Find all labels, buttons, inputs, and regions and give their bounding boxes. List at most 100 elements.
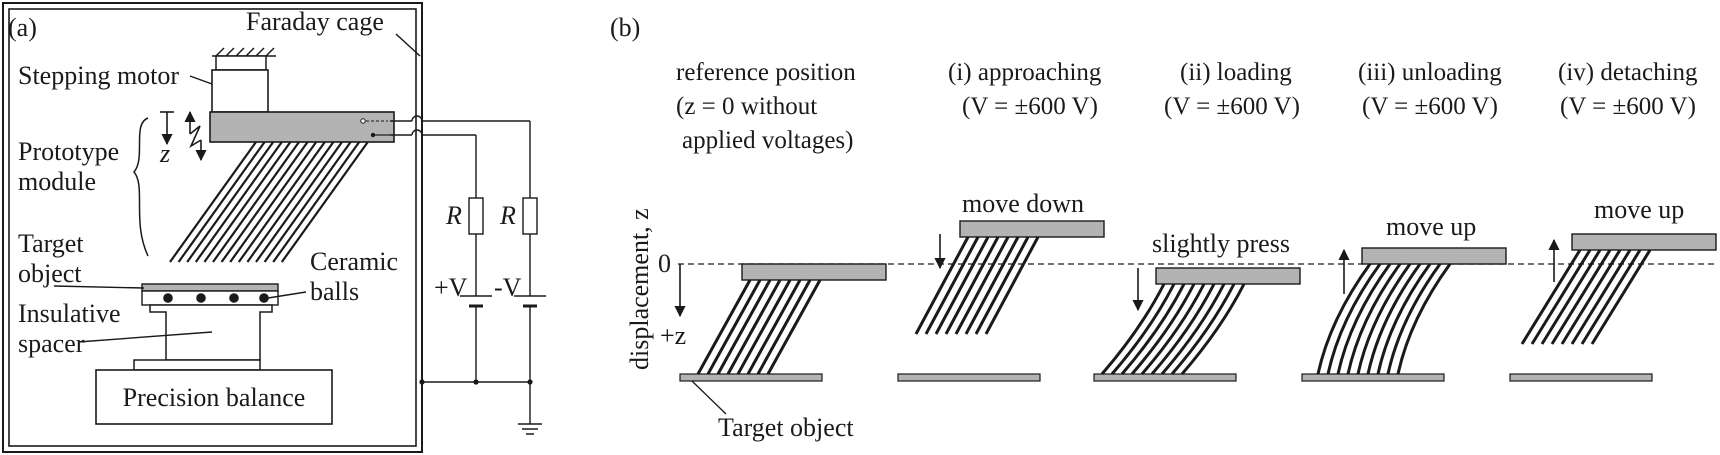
stage-iii-finger bbox=[1376, 263, 1432, 375]
panel-b: (b) reference position (z = 0 without ap… bbox=[610, 13, 1718, 442]
ceramic-balls-leader bbox=[267, 291, 307, 299]
resistor-1-label: R bbox=[445, 201, 462, 230]
stage-iv-action: move up bbox=[1594, 195, 1684, 224]
faraday-cage-label: Faraday cage bbox=[246, 7, 384, 36]
stage-ii-finger bbox=[1130, 283, 1196, 375]
balance-pan bbox=[133, 359, 261, 371]
stage-header-approaching: (i) approaching (V = ±600 V) bbox=[948, 59, 1102, 120]
target-object-leader bbox=[53, 285, 145, 289]
resistor-1 bbox=[468, 197, 484, 235]
stage-iv-finger bbox=[1530, 249, 1592, 345]
mount-hatching bbox=[212, 47, 276, 71]
stage-header-detaching: (iv) detaching (V = ±600 V) bbox=[1558, 59, 1698, 120]
stepping-motor-leader bbox=[189, 75, 213, 85]
ceramic-balls bbox=[163, 293, 269, 303]
stage-i-finger bbox=[924, 236, 980, 335]
stage-ref-finger bbox=[736, 279, 792, 375]
stage-ref-plate bbox=[741, 263, 887, 281]
stage-ref-finger bbox=[696, 279, 752, 375]
stage-ii-finger bbox=[1140, 283, 1206, 375]
stage-iv-line1: (iv) detaching bbox=[1558, 59, 1698, 86]
stage-ii-action: slightly press bbox=[1152, 229, 1290, 258]
target-object-b-label: Target object bbox=[718, 413, 854, 442]
stage-ii-line1: (ii) loading bbox=[1180, 59, 1292, 86]
voltage-source-minus bbox=[514, 295, 546, 308]
module-fingers bbox=[169, 141, 369, 263]
stage-ref-finger bbox=[756, 279, 812, 375]
stage-i-finger bbox=[984, 236, 1040, 335]
stage-ii-finger bbox=[1170, 283, 1236, 375]
stage-ref-target bbox=[679, 373, 823, 382]
module-finger bbox=[255, 141, 343, 263]
panel-a-tag: (a) bbox=[8, 13, 37, 42]
stage-ref-finger bbox=[706, 279, 762, 375]
stage-iv-finger bbox=[1570, 249, 1632, 345]
stage-iv-finger bbox=[1540, 249, 1602, 345]
stage-i-finger bbox=[964, 236, 1020, 335]
stage-iii-finger bbox=[1396, 263, 1452, 375]
faraday-cage-inner bbox=[8, 8, 417, 447]
prototype-module-label-1: Prototype bbox=[18, 137, 119, 166]
stage-ref-finger bbox=[746, 279, 802, 375]
module-finger bbox=[177, 141, 266, 263]
module-finger bbox=[212, 141, 300, 263]
stage-iii-plate bbox=[1361, 247, 1507, 265]
stage-iii-finger bbox=[1366, 263, 1422, 375]
stage-i-line2: (V = ±600 V) bbox=[962, 93, 1098, 120]
z-motion-arrows bbox=[160, 110, 207, 162]
stepping-motor-label: Stepping motor bbox=[18, 61, 179, 90]
stage-loading: slightly press bbox=[1093, 229, 1301, 382]
faraday-cage-outer bbox=[2, 2, 423, 453]
stage-ref-line3: applied voltages) bbox=[682, 127, 853, 154]
insulative-spacer-leader bbox=[77, 331, 213, 343]
stage-reference bbox=[679, 263, 887, 382]
stage-ref-finger bbox=[716, 279, 772, 375]
ball-carrier bbox=[141, 290, 279, 306]
module-finger bbox=[194, 141, 283, 263]
stage-i-finger bbox=[974, 236, 1030, 335]
ground-symbol bbox=[518, 423, 542, 435]
resistor-2 bbox=[522, 197, 538, 235]
module-finger bbox=[237, 141, 326, 263]
zero-label: 0 bbox=[658, 249, 671, 278]
stage-iii-finger bbox=[1326, 263, 1382, 375]
stage-iv-finger bbox=[1580, 249, 1642, 345]
module-finger bbox=[220, 141, 309, 263]
insulative-spacer-label-1: Insulative bbox=[18, 299, 121, 328]
precision-balance bbox=[95, 369, 333, 425]
z-label: z bbox=[159, 139, 170, 168]
insulative-spacer-label-2: spacer bbox=[18, 329, 85, 358]
stage-iv-finger bbox=[1520, 249, 1582, 345]
stage-ii-finger bbox=[1160, 283, 1226, 375]
stage-i-action: move down bbox=[962, 189, 1084, 218]
stage-ii-finger bbox=[1100, 283, 1166, 375]
stage-iv-finger bbox=[1560, 249, 1622, 345]
precision-balance-label: Precision balance bbox=[123, 383, 306, 412]
stage-iii-target bbox=[1301, 373, 1445, 382]
stage-iv-plate bbox=[1571, 233, 1717, 251]
stage-iv-finger bbox=[1590, 249, 1652, 345]
stage-i-finger bbox=[934, 236, 990, 335]
junction-dots bbox=[419, 379, 533, 385]
stage-ii-finger bbox=[1120, 283, 1186, 375]
target-object-label-2: object bbox=[18, 259, 82, 288]
ceramic-balls-label-2: balls bbox=[310, 277, 359, 306]
module-plate bbox=[209, 111, 395, 143]
stage-i-finger bbox=[914, 236, 970, 335]
target-object-b-leader bbox=[691, 380, 727, 415]
stage-i-finger bbox=[944, 236, 1000, 335]
stage-iii-finger bbox=[1346, 263, 1402, 375]
plus-z-label: +z bbox=[660, 321, 686, 350]
displacement-axis-label: displacement, z bbox=[625, 208, 654, 370]
faraday-cage-leader bbox=[395, 33, 421, 57]
stage-iv-line2: (V = ±600 V) bbox=[1560, 93, 1696, 120]
prototype-module-label-2: module bbox=[18, 167, 96, 196]
module-finger bbox=[169, 141, 257, 263]
stage-i-plate bbox=[959, 220, 1105, 238]
stage-unloading: move up bbox=[1301, 212, 1507, 382]
stage-i-finger bbox=[954, 236, 1010, 335]
plus-v-label: +V bbox=[434, 273, 468, 302]
stage-iii-line1: (iii) unloading bbox=[1358, 59, 1502, 86]
stage-header-ref: reference position (z = 0 without applie… bbox=[676, 59, 856, 154]
